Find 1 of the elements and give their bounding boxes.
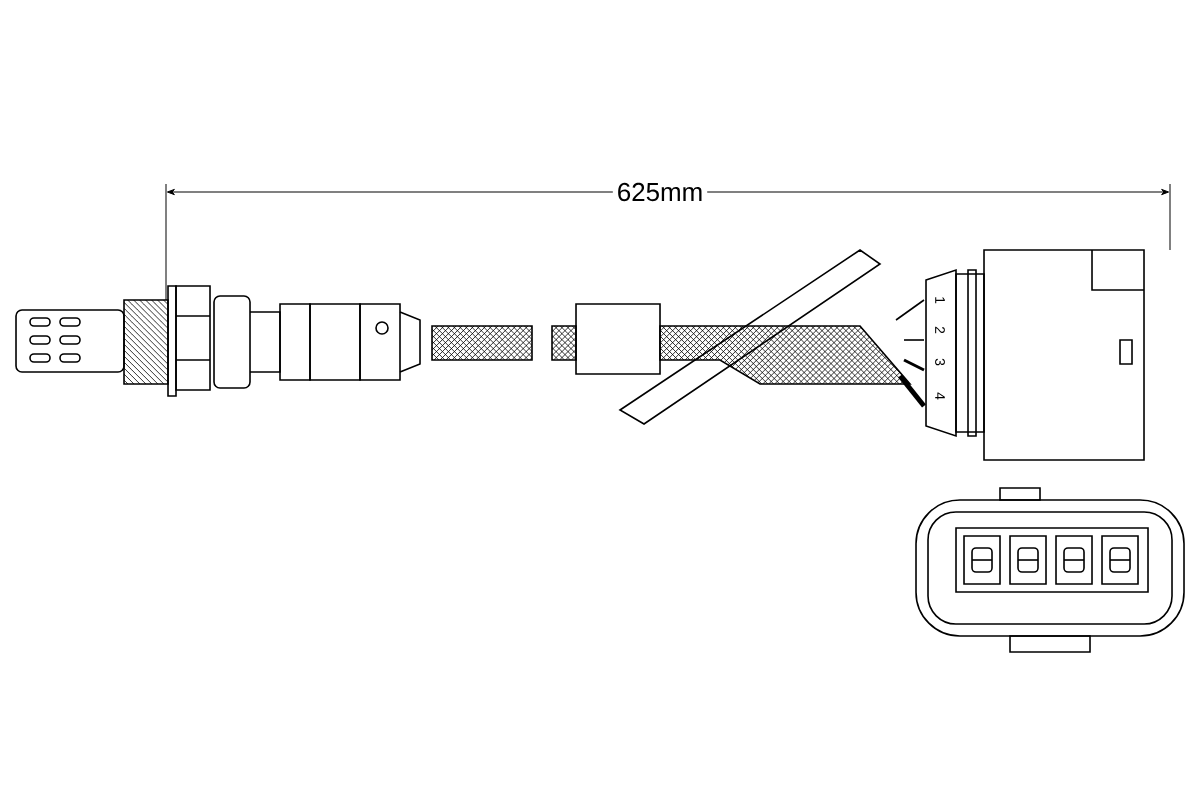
- dimension-label: 625mm: [612, 178, 708, 206]
